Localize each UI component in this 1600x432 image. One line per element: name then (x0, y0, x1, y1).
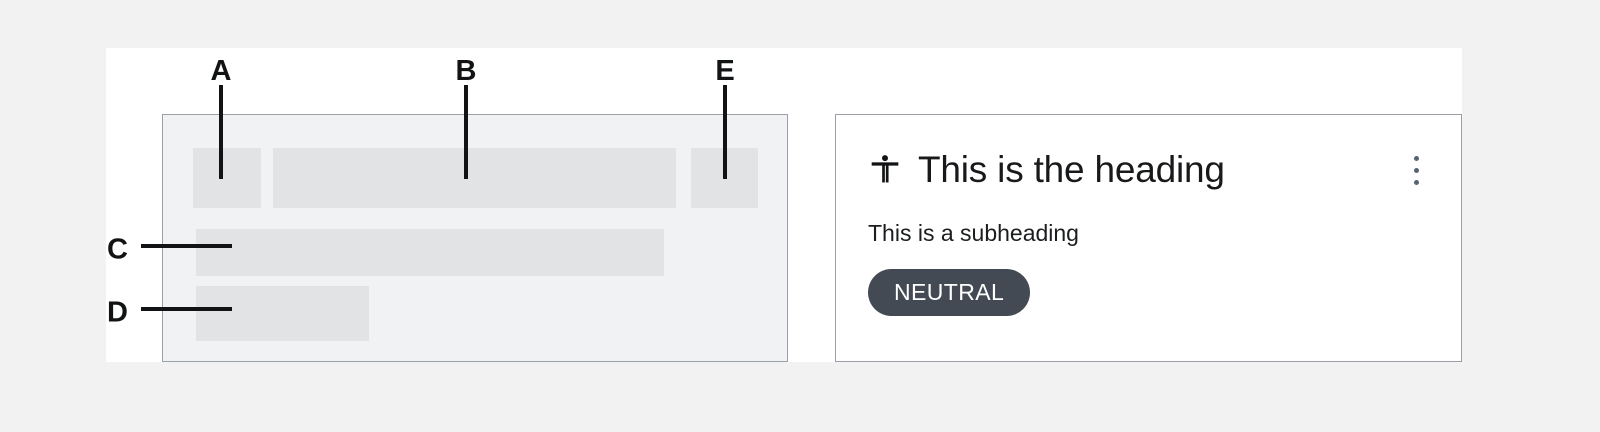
kebab-dot (1413, 179, 1419, 185)
callout-label-d: D (107, 296, 128, 329)
placeholder-block-b (273, 148, 676, 208)
callout-leader-c (141, 244, 232, 248)
callout-label-a: A (210, 55, 232, 87)
info-card: This is the heading This is a subheading… (835, 114, 1462, 362)
callout-leader-a (219, 85, 223, 179)
kebab-dot (1413, 167, 1419, 173)
component-anatomy-panel (162, 114, 788, 362)
accessibility-icon (871, 155, 899, 183)
callout-leader-d (141, 307, 232, 311)
card-subheading: This is a subheading (868, 220, 1079, 246)
callout-label-e: E (715, 55, 735, 87)
kebab-dot (1413, 155, 1419, 161)
status-badge-neutral[interactable]: NEUTRAL (868, 269, 1031, 316)
callout-label-c: C (107, 233, 128, 266)
card-header: This is the heading (868, 149, 1429, 191)
kebab-menu-icon[interactable] (1403, 150, 1429, 190)
callout-leader-e (723, 85, 727, 179)
placeholder-block-c (196, 229, 664, 276)
card-heading: This is the heading (918, 149, 1225, 190)
callout-leader-b (464, 85, 468, 179)
callout-label-b: B (455, 55, 477, 87)
placeholder-block-a (193, 148, 261, 208)
placeholder-block-d (196, 286, 369, 341)
